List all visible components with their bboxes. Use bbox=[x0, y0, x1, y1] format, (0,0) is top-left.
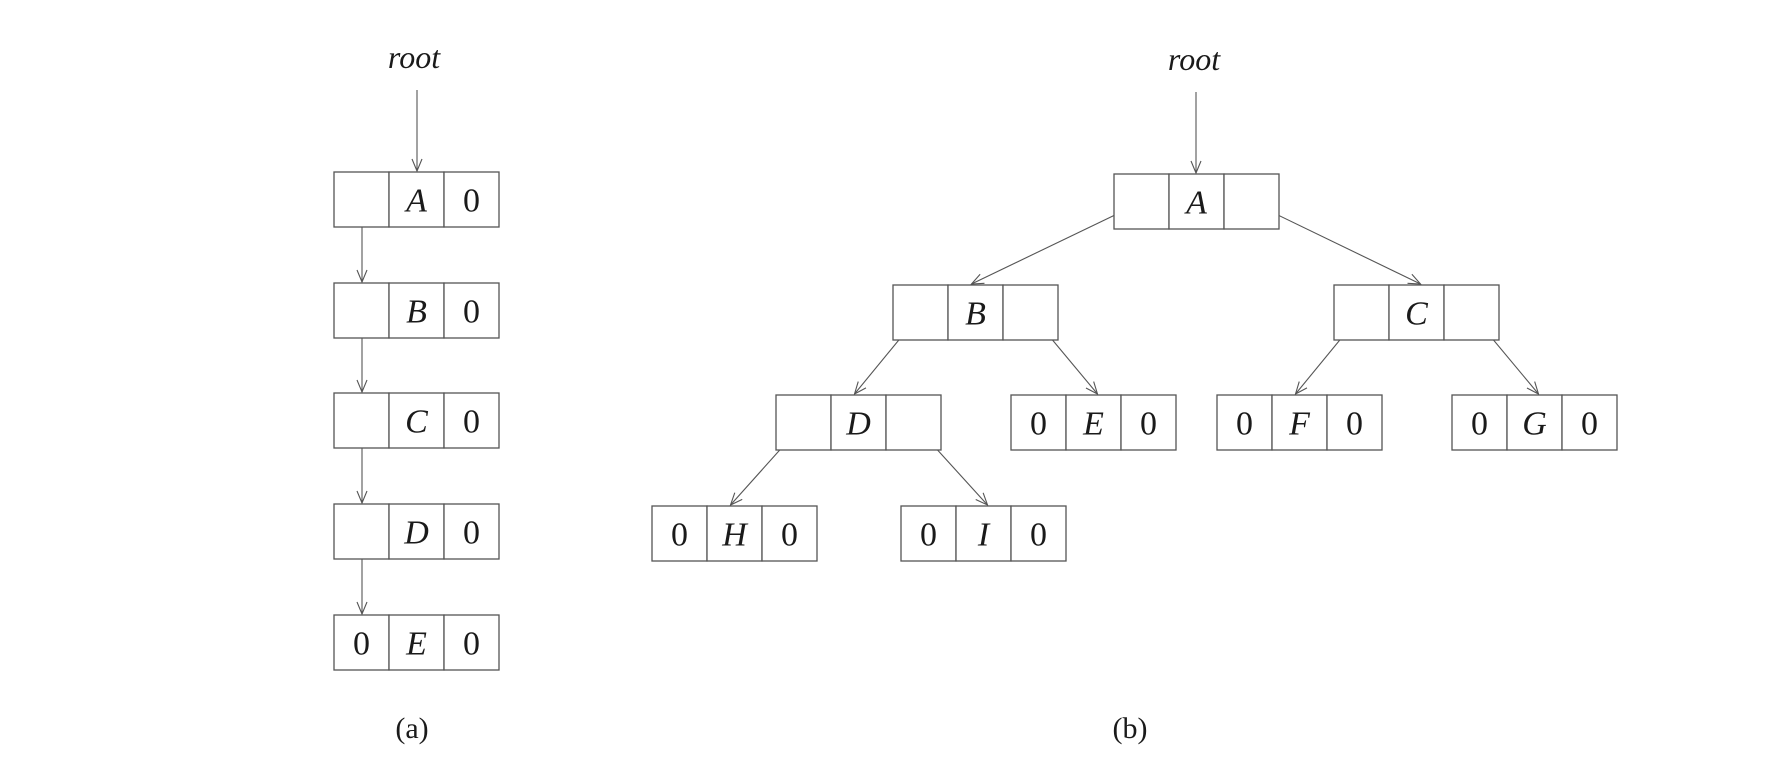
a-node-c-label: C bbox=[405, 404, 428, 441]
b-node-e-left-value: 0 bbox=[1030, 406, 1047, 443]
a-node-e-label: E bbox=[405, 626, 427, 663]
b-node-i-right-cell bbox=[1010, 505, 1067, 562]
b-node-b: B bbox=[892, 284, 1059, 341]
b-node-b-right-cell bbox=[1002, 284, 1059, 341]
b-node-f-right-cell bbox=[1326, 394, 1383, 451]
a-node-d-label: D bbox=[403, 515, 429, 552]
a-node-a-right-value: 0 bbox=[463, 183, 480, 220]
a-node-e-right-cell bbox=[443, 614, 500, 671]
b-node-e-right-cell bbox=[1120, 394, 1177, 451]
b-node-i-data-cell bbox=[955, 505, 1012, 562]
b-node-a-data-cell bbox=[1168, 173, 1225, 230]
b-node-g-label: G bbox=[1522, 406, 1547, 443]
b-node-i: 0 I 0 bbox=[900, 505, 1067, 562]
b-node-b-left-cell bbox=[892, 284, 949, 341]
b-node-i-label: I bbox=[977, 517, 991, 554]
b-node-i-left-cell bbox=[900, 505, 957, 562]
a-node-a-data-cell bbox=[388, 171, 445, 228]
b-node-c: C bbox=[1333, 284, 1500, 341]
b-node-a-left-cell bbox=[1113, 173, 1170, 230]
b-node-d-left-cell bbox=[775, 394, 832, 451]
b-node-g-left-value: 0 bbox=[1471, 406, 1488, 443]
b-node-d-data-cell bbox=[830, 394, 887, 451]
b-node-h-left-cell bbox=[651, 505, 708, 562]
b-node-a-label: A bbox=[1184, 185, 1207, 222]
a-node-e-right-value: 0 bbox=[463, 626, 480, 663]
b-node-h-left-value: 0 bbox=[671, 517, 688, 554]
a-node-b-label: B bbox=[406, 294, 427, 331]
a-node-b-data-cell bbox=[388, 282, 445, 339]
a-node-c-right-value: 0 bbox=[463, 404, 480, 441]
b-node-b-data-cell bbox=[947, 284, 1004, 341]
b-node-g-right-value: 0 bbox=[1581, 406, 1598, 443]
b-node-e-right-value: 0 bbox=[1140, 406, 1157, 443]
b-node-d-label: D bbox=[845, 406, 871, 443]
b-node-b-label: B bbox=[965, 296, 986, 333]
a-node-a-left-cell bbox=[333, 171, 390, 228]
a-node-c-left-cell bbox=[333, 392, 390, 449]
a-node-d-right-cell bbox=[443, 503, 500, 560]
a-node-b-left-cell bbox=[333, 282, 390, 339]
b-node-g-right-cell bbox=[1561, 394, 1618, 451]
b-node-h-label: H bbox=[721, 517, 749, 554]
diagram-a-caption: (a) bbox=[395, 712, 428, 745]
a-node-b-right-cell bbox=[443, 282, 500, 339]
b-node-a-right-cell bbox=[1223, 173, 1280, 230]
b-node-c-data-cell bbox=[1388, 284, 1445, 341]
b-node-c-label: C bbox=[1405, 296, 1428, 333]
a-node-e-left-cell bbox=[333, 614, 390, 671]
a-node-d-left-cell bbox=[333, 503, 390, 560]
b-node-g-data-cell bbox=[1506, 394, 1563, 451]
b-node-f-left-value: 0 bbox=[1236, 406, 1253, 443]
a-node-d-data-cell bbox=[388, 503, 445, 560]
b-node-c-left-cell bbox=[1333, 284, 1390, 341]
b-node-d: D bbox=[775, 394, 942, 451]
b-node-e-label: E bbox=[1082, 406, 1104, 443]
b-node-h-data-cell bbox=[706, 505, 763, 562]
b-node-h-right-cell bbox=[761, 505, 818, 562]
b-node-f-label: F bbox=[1288, 406, 1311, 443]
b-node-i-right-value: 0 bbox=[1030, 517, 1047, 554]
a-node-e-left-value: 0 bbox=[353, 626, 370, 663]
a-node-a-right-cell bbox=[443, 171, 500, 228]
b-node-e-data-cell bbox=[1065, 394, 1122, 451]
diagram-a-root-label: root bbox=[388, 39, 441, 75]
b-node-f-data-cell bbox=[1271, 394, 1328, 451]
b-node-i-left-value: 0 bbox=[920, 517, 937, 554]
b-node-h-right-value: 0 bbox=[781, 517, 798, 554]
b-node-e-left-cell bbox=[1010, 394, 1067, 451]
b-node-d-right-cell bbox=[885, 394, 942, 451]
diagram-b-caption: (b) bbox=[1113, 712, 1148, 745]
b-node-a: A bbox=[1113, 173, 1280, 230]
a-node-b-right-value: 0 bbox=[463, 294, 480, 331]
a-node-c-right-cell bbox=[443, 392, 500, 449]
a-node-a-label: A bbox=[404, 183, 427, 220]
b-node-f-right-value: 0 bbox=[1346, 406, 1363, 443]
diagram-b-root-label: root bbox=[1168, 41, 1221, 77]
a-node-c-data-cell bbox=[388, 392, 445, 449]
a-node-d-right-value: 0 bbox=[463, 515, 480, 552]
b-node-c-right-cell bbox=[1443, 284, 1500, 341]
